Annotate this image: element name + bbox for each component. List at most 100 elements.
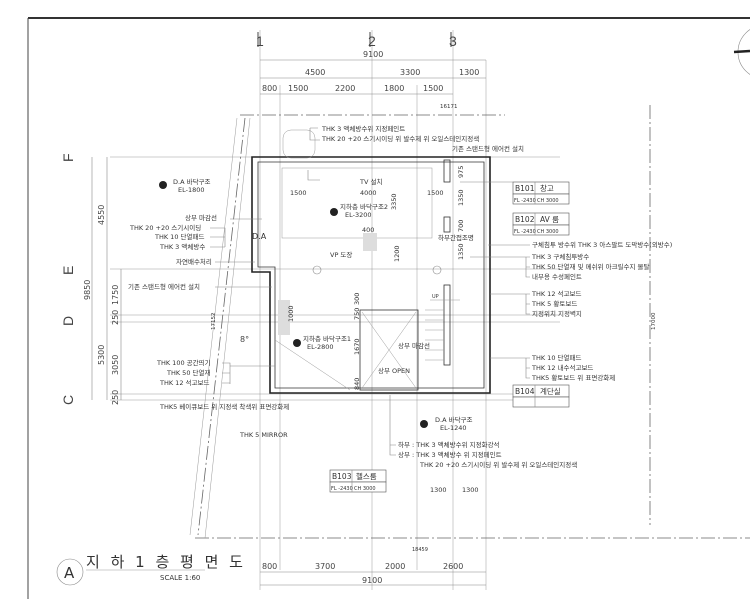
bottom-dimensions bbox=[260, 571, 486, 586]
dim-bottom: 800 bbox=[262, 562, 277, 571]
svg-text:THK 50 단열재 및 메쉬위 아크릴수지 몰탈: THK 50 단열재 및 메쉬위 아크릴수지 몰탈 bbox=[531, 262, 650, 271]
dim-bottom: 3700 bbox=[315, 562, 335, 571]
note: 상부 : THK 3 액체방수 위 지정페인트 bbox=[398, 450, 502, 459]
left-notes: 상부 마감선 THK 20 +20 스기시이딩 THK 10 단열패드 THK … bbox=[128, 213, 289, 439]
inner-dim: 3350 bbox=[390, 193, 398, 210]
dim-top: 2200 bbox=[335, 84, 355, 93]
dim-left: 17152 bbox=[211, 313, 217, 331]
dim-top: 1300 bbox=[459, 68, 479, 77]
svg-text:D.A 바닥구조: D.A 바닥구조 bbox=[435, 415, 473, 424]
site-boundary-left bbox=[197, 117, 246, 536]
inner-dim: 1350 bbox=[457, 189, 465, 206]
svg-text:CH 3000: CH 3000 bbox=[354, 486, 376, 492]
inner-dim: 1500 bbox=[290, 189, 307, 197]
open-void bbox=[359, 309, 419, 391]
grid-label-e: E bbox=[60, 266, 76, 275]
note: THK 20 +20 스기시이딩 위 발수제 위 오일스테인지정색 bbox=[321, 134, 479, 143]
grid-label-2: 2 bbox=[368, 33, 376, 49]
dim-top-total: 9100 bbox=[363, 50, 383, 59]
note: VP 도장 bbox=[330, 250, 352, 259]
svg-text:THK 5 MIRROR: THK 5 MIRROR bbox=[239, 431, 288, 439]
svg-text:EL-2800: EL-2800 bbox=[307, 343, 334, 351]
svg-text:B102: B102 bbox=[515, 215, 535, 224]
svg-text:AV 룸: AV 룸 bbox=[540, 215, 559, 224]
svg-text:B104: B104 bbox=[515, 387, 535, 396]
svg-text:구체침투 방수위 THK 3 아스팔트 도막방수(외방수): 구체침투 방수위 THK 3 아스팔트 도막방수(외방수) bbox=[532, 240, 672, 249]
svg-text:THK 3 구체침투방수: THK 3 구체침투방수 bbox=[531, 252, 589, 261]
left-dimensions bbox=[91, 157, 122, 400]
svg-text:THK 20 +20 스기시이딩: THK 20 +20 스기시이딩 bbox=[129, 223, 201, 232]
svg-text:지정위치 지정벽지: 지정위치 지정벽지 bbox=[532, 309, 582, 318]
drawing-scale: SCALE 1:60 bbox=[160, 574, 200, 582]
grid-label-3: 3 bbox=[449, 33, 457, 49]
grid-label-c: C bbox=[60, 395, 76, 405]
inner-dim: 4000 bbox=[360, 189, 377, 197]
dim-left: 250 bbox=[111, 390, 120, 405]
svg-text:자연배수처리: 자연배수처리 bbox=[176, 257, 212, 266]
svg-text:THK 12 석고보드: THK 12 석고보드 bbox=[531, 289, 581, 298]
svg-text:EL-1800: EL-1800 bbox=[178, 186, 205, 194]
note: THK 20 +20 스기시이딩 위 발수제 위 오일스테인지정색 bbox=[419, 460, 577, 469]
svg-text:THK 50 단열재: THK 50 단열재 bbox=[166, 368, 210, 377]
note: 하부 : THK 3 액체방수위 지정화강석 bbox=[398, 440, 500, 449]
svg-text:THK 10 단열패드: THK 10 단열패드 bbox=[531, 353, 581, 362]
svg-text:FL -2430: FL -2430 bbox=[331, 486, 353, 492]
note: 하부간접조명 bbox=[438, 233, 474, 242]
dim-top: 3300 bbox=[400, 68, 420, 77]
inner-dim: 1200 bbox=[393, 245, 401, 262]
svg-text:CH 3000: CH 3000 bbox=[537, 198, 559, 204]
dim-left: 4550 bbox=[97, 205, 106, 225]
dim-top: 1800 bbox=[384, 84, 404, 93]
inner-dim: 1350 bbox=[457, 243, 465, 260]
svg-text:CH 3000: CH 3000 bbox=[537, 229, 559, 235]
dim-site-bottom: 18459 bbox=[412, 547, 428, 553]
dim-bottom: 2000 bbox=[385, 562, 405, 571]
inner-dim: 750 bbox=[353, 308, 361, 320]
room-tag-b104: B104 계단실 bbox=[512, 384, 570, 408]
right-notes: 구체침투 방수위 THK 3 아스팔트 도막방수(외방수) THK 3 구체침투… bbox=[460, 181, 672, 382]
svg-text:FL -2430: FL -2430 bbox=[514, 198, 536, 204]
dim-top: 4500 bbox=[305, 68, 325, 77]
svg-text:지하층 바닥구조1: 지하층 바닥구조1 bbox=[303, 334, 351, 343]
svg-text:B101: B101 bbox=[515, 184, 535, 193]
note: 상부 마감선 bbox=[398, 341, 430, 350]
leader-line bbox=[389, 395, 396, 456]
svg-text:FL -2430: FL -2430 bbox=[514, 229, 536, 235]
svg-text:계단실: 계단실 bbox=[540, 386, 561, 396]
grid-label-f: F bbox=[60, 153, 76, 162]
svg-text:기존 스탠드형 에어컨 설치: 기존 스탠드형 에어컨 설치 bbox=[128, 282, 200, 291]
inner-dim: 1000 bbox=[287, 305, 295, 322]
svg-text:헬스룸: 헬스룸 bbox=[356, 472, 377, 481]
inner-dim: 400 bbox=[362, 226, 374, 234]
svg-text:THK5 베이큐보드 위 지정색 착색위 표면강화제: THK5 베이큐보드 위 지정색 착색위 표면강화제 bbox=[159, 402, 289, 411]
svg-text:THK 12 내수석고보드: THK 12 내수석고보드 bbox=[531, 363, 593, 372]
dim-bottom: 2600 bbox=[443, 562, 463, 571]
dim-top: 800 bbox=[262, 84, 277, 93]
dim-left-total: 9850 bbox=[83, 280, 92, 300]
svg-text:THK5 황토보드 위 표면강화제: THK5 황토보드 위 표면강화제 bbox=[531, 373, 615, 382]
svg-text:내부용 수성페인트: 내부용 수성페인트 bbox=[532, 272, 582, 281]
dim-right: 17000 bbox=[651, 312, 657, 330]
inner-dim: 1500 bbox=[427, 189, 444, 197]
note: THK 3 액체방수위 지정페인트 bbox=[321, 124, 405, 133]
grid-label-1: 1 bbox=[256, 33, 264, 49]
inner-dim: 840 bbox=[353, 378, 361, 390]
svg-text:THK 100 공간띄기: THK 100 공간띄기 bbox=[156, 358, 211, 367]
dim-top: 1500 bbox=[288, 84, 308, 93]
section-marker-line bbox=[733, 49, 750, 54]
dim-top: 1500 bbox=[423, 84, 443, 93]
inner-dim: 700 bbox=[457, 220, 465, 232]
dim-bottom-total: 9100 bbox=[362, 576, 382, 585]
angle-label: 8° bbox=[240, 335, 249, 344]
grid-lines bbox=[110, 30, 560, 590]
svg-text:THK 12 석고보드: THK 12 석고보드 bbox=[159, 378, 209, 387]
note: 기존 스탠드형 에어컨 설치 bbox=[452, 144, 524, 153]
dim-site-top: 16171 bbox=[440, 104, 458, 110]
svg-text:창고: 창고 bbox=[540, 184, 554, 193]
